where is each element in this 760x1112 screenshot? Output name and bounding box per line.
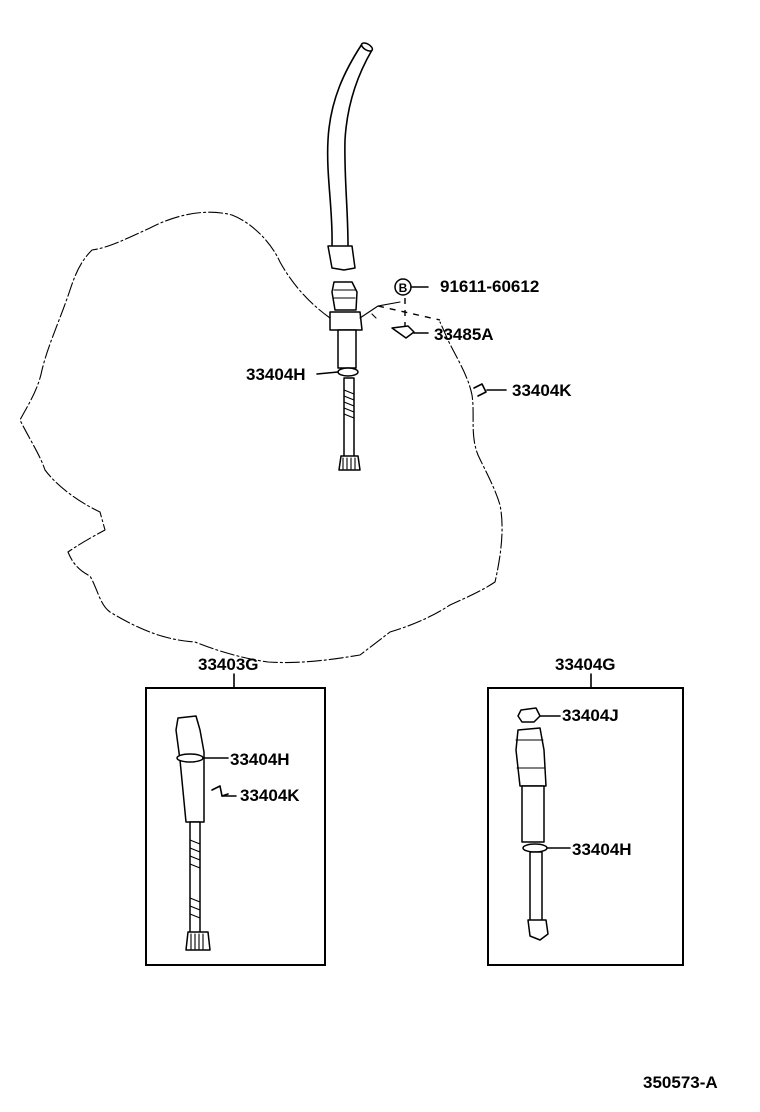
- speedometer-cable-end: [360, 42, 374, 52]
- clamp-part: [391, 325, 415, 339]
- driven-gear: [338, 455, 361, 471]
- sleeve-assy-oring: [522, 843, 548, 853]
- sleeve-flange: [329, 311, 363, 331]
- sleeve-body: [337, 329, 357, 369]
- diagram-code: 350573-A: [643, 1073, 718, 1092]
- label-clamp: 33485A: [434, 325, 494, 344]
- bolt-symbol-text: B: [399, 281, 408, 295]
- label-driven-clip: 33404K: [240, 786, 300, 805]
- clamp-plate-edge: [371, 313, 377, 319]
- label-driven-assy: 33403G: [198, 655, 259, 674]
- label-sleeve-oring: 33404H: [572, 840, 632, 859]
- driven-assy-oring: [176, 753, 204, 763]
- driven-assy-sleeve: [175, 715, 205, 823]
- transmission-housing-outline: [19, 211, 503, 664]
- sleeve-top: [331, 281, 358, 311]
- label-sleeve-assy: 33404G: [555, 655, 616, 674]
- driven-assy-box: [145, 687, 326, 966]
- sleeve-assy-tip: [527, 919, 549, 941]
- sleeve-plug: [517, 707, 541, 723]
- label-bolt: 91611-60612: [440, 277, 539, 296]
- speedometer-cable-right: [344, 49, 373, 246]
- speedometer-cable-nut: [327, 245, 356, 271]
- driven-assy-gear: [185, 931, 211, 951]
- sleeve-assy-body: [521, 785, 545, 843]
- label-driven-oring: 33404H: [230, 750, 290, 769]
- label-oring-main: 33404H: [246, 365, 306, 384]
- sleeve-assy-top: [515, 727, 547, 787]
- driven-assy-clip: [211, 785, 229, 797]
- sleeve-assy-box: [487, 687, 684, 966]
- clip-main: [473, 383, 487, 397]
- label-clip-main: 33404K: [512, 381, 572, 400]
- oring-main: [337, 367, 359, 377]
- speedometer-cable-left: [326, 43, 363, 246]
- label-sleeve-plug: 33404J: [562, 706, 619, 725]
- sleeve-assy-shaft: [529, 851, 543, 923]
